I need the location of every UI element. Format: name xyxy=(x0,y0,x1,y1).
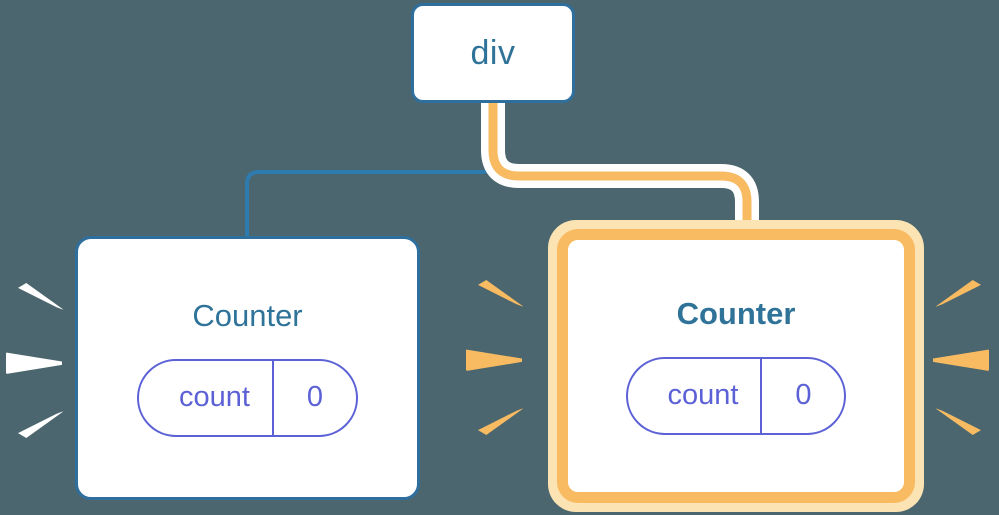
node-counter-left-body: Counter count 0 xyxy=(78,239,417,497)
spark-burst-middle-orange xyxy=(466,280,526,450)
state-pill-left-value: 0 xyxy=(271,360,356,435)
spark-wedge-icon xyxy=(478,408,524,435)
edge-to-left-counter xyxy=(245,101,495,240)
spark-wedge-icon xyxy=(933,349,989,372)
spark-wedge-icon xyxy=(18,283,64,310)
node-div-label: div xyxy=(470,33,516,72)
node-counter-right-highlight-ring: Counter count 0 xyxy=(557,229,915,503)
spark-burst-right-orange xyxy=(933,280,993,450)
state-pill-left-key: count xyxy=(179,381,250,413)
state-pill-left[interactable]: count 0 xyxy=(137,358,358,437)
node-counter-left[interactable]: Counter count 0 xyxy=(75,236,420,500)
spark-wedge-icon xyxy=(6,352,62,375)
spark-wedge-icon xyxy=(478,280,524,307)
state-pill-right[interactable]: count 0 xyxy=(625,356,847,435)
node-counter-right[interactable]: Counter count 0 xyxy=(548,220,924,512)
node-counter-right-body: Counter count 0 xyxy=(568,240,904,492)
spark-wedge-icon xyxy=(18,411,64,438)
spark-wedge-icon xyxy=(935,408,981,435)
spark-wedge-icon xyxy=(935,280,981,307)
node-counter-left-label: Counter xyxy=(192,297,303,333)
state-pill-right-value: 0 xyxy=(760,358,844,433)
spark-wedge-icon xyxy=(466,349,522,372)
node-div[interactable]: div xyxy=(411,3,575,103)
state-pill-right-key: count xyxy=(667,379,739,411)
spark-burst-left-white xyxy=(6,283,66,453)
node-counter-right-label: Counter xyxy=(676,295,796,331)
